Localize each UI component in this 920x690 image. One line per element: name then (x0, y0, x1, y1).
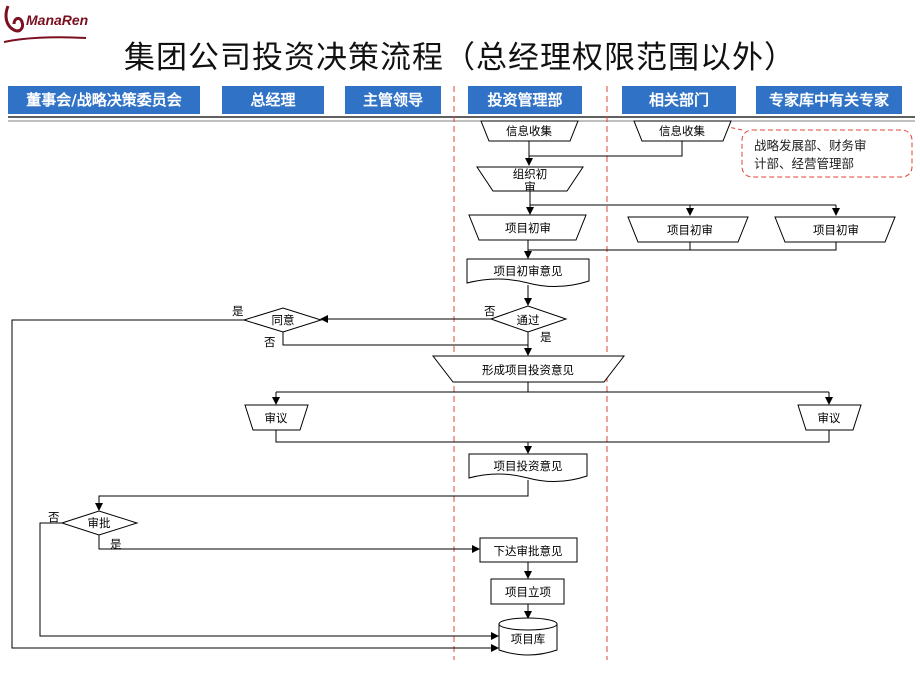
form-opinion-label: 形成项目投资意见 (482, 363, 574, 377)
initial-review-related-label: 项目初审 (667, 223, 713, 237)
invest-opinion-shape (468, 453, 588, 482)
org-review-label-2: 审 (524, 180, 536, 194)
lane-header-supervisor: 主管领导 (345, 86, 441, 114)
approve-yes-label: 是 (110, 537, 122, 551)
org-review-shape (476, 166, 584, 192)
pass-decision-label: 通过 (517, 313, 540, 327)
project-library-shape (498, 624, 558, 656)
approve-decision-label: 审批 (88, 516, 111, 530)
initial-review-expert-shape (774, 216, 896, 243)
lane-header-gm: 总经理 (222, 86, 324, 114)
agree-decision-label: 同意 (272, 313, 295, 327)
invest-opinion-label: 项目投资意见 (494, 459, 563, 473)
info-collect-invest-shape (480, 120, 579, 142)
lane-header-board: 董事会/战略决策委员会 (8, 86, 200, 114)
lane-header-investment-dept: 投资管理部 (468, 86, 582, 114)
deliberate-left-shape (244, 404, 309, 431)
deliberate-right-label: 审议 (818, 411, 841, 425)
initial-review-expert-label: 项目初审 (813, 223, 859, 237)
deliberate-left-label: 审议 (265, 411, 288, 425)
info-collect-invest-label: 信息收集 (506, 124, 552, 138)
initial-review-related-shape (627, 216, 749, 243)
edge-approve-no (39, 522, 499, 640)
issue-approval-label: 下达审批意见 (494, 544, 563, 558)
edge-deliberate-left-merge (275, 430, 830, 443)
pass-decision-shape (489, 305, 568, 333)
note-line-1: 战略发展部、财务审 (754, 138, 867, 153)
edge-related-collect-to-main (529, 141, 683, 157)
edge-opinion-to-approve (95, 480, 529, 511)
lane-header-related-dept: 相关部门 (622, 86, 736, 114)
pass-yes-label: 是 (540, 330, 552, 344)
edge-approve-yes (98, 535, 480, 553)
org-review-label-1: 组织初 (513, 167, 548, 181)
info-collect-related-label: 信息收集 (659, 124, 705, 138)
project-library-label: 项目库 (511, 632, 546, 646)
deliberate-right-shape (797, 404, 862, 431)
initial-review-invest-label: 项目初审 (505, 221, 551, 235)
note-box (741, 129, 913, 178)
logo-text: ManaRen (26, 12, 89, 28)
project-setup-label: 项目立项 (505, 585, 551, 599)
approve-no-label: 否 (48, 510, 60, 524)
form-opinion-shape (431, 355, 626, 383)
initial-review-opinion-shape (466, 258, 590, 287)
approve-decision-shape (60, 510, 139, 536)
page-title: 集团公司投资决策流程（总经理权限范围以外） (124, 40, 796, 76)
project-setup-shape (490, 578, 565, 605)
edge-agree-yes-left-rail (11, 319, 499, 652)
agree-yes-label: 是 (232, 304, 244, 318)
initial-review-opinion-label: 项目初审意见 (494, 264, 563, 278)
project-library-top (498, 617, 558, 631)
pass-no-label: 否 (484, 304, 496, 318)
edge-related-review-merge (528, 242, 691, 251)
lane-header-experts: 专家库中有关专家 (756, 86, 902, 114)
edge-expert-review-merge (690, 242, 837, 251)
edge-agree-no (282, 332, 528, 346)
note-line-2: 计部、经营管理部 (754, 156, 854, 171)
manaren-logo (3, 5, 87, 43)
agree-decision-shape (242, 307, 323, 333)
agree-no-label: 否 (264, 335, 276, 349)
info-collect-related-shape (633, 120, 732, 142)
initial-review-invest-shape (468, 214, 587, 241)
